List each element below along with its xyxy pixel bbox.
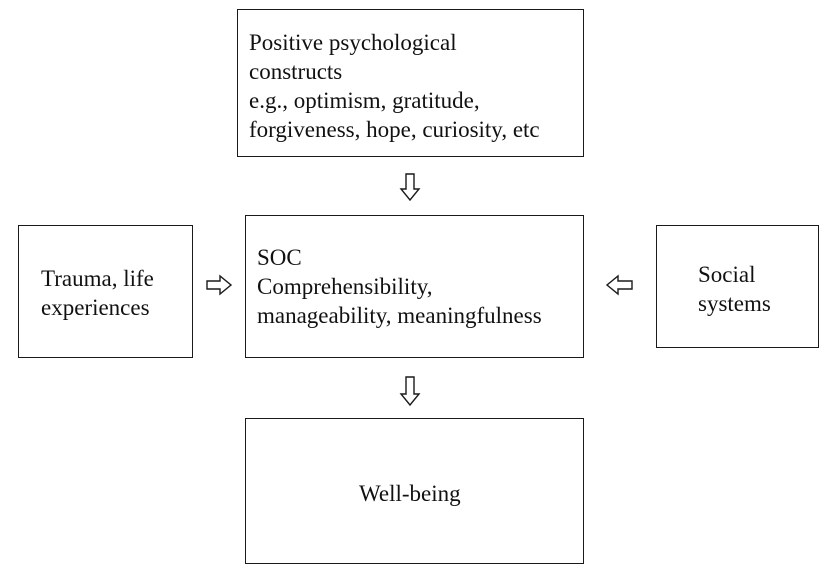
trauma-line-2: experiences — [41, 295, 150, 320]
positive-constructs-line-2: constructs — [249, 59, 343, 84]
arrow-constructs-to-soc — [398, 172, 422, 202]
arrow-social-to-soc — [604, 274, 634, 296]
soc-text: SOC Comprehensibility, manageability, me… — [257, 243, 542, 330]
soc-line-1: SOC — [257, 245, 302, 270]
positive-constructs-box: Positive psychological constructs e.g., … — [237, 9, 584, 157]
trauma-line-1: Trauma, life — [41, 266, 154, 291]
positive-constructs-line-3: e.g., optimism, gratitude, — [249, 88, 480, 113]
social-systems-line-1: Social — [698, 262, 756, 287]
wellbeing-label: Well-being — [359, 481, 461, 506]
social-systems-line-2: systems — [698, 291, 771, 316]
soc-line-2: Comprehensibility, — [257, 274, 433, 299]
wellbeing-box: Well-being — [245, 418, 584, 564]
arrow-soc-to-wellbeing — [398, 375, 422, 407]
social-systems-text: Social systems — [698, 260, 771, 318]
positive-constructs-line-1: Positive psychological — [249, 30, 457, 55]
arrow-trauma-to-soc — [205, 274, 233, 296]
soc-box: SOC Comprehensibility, manageability, me… — [245, 215, 584, 358]
soc-line-3: manageability, meaningfulness — [257, 303, 542, 328]
positive-constructs-text: Positive psychological constructs e.g., … — [249, 28, 540, 144]
trauma-text: Trauma, life experiences — [41, 264, 154, 322]
trauma-box: Trauma, life experiences — [18, 225, 193, 358]
social-systems-box: Social systems — [656, 225, 819, 348]
positive-constructs-line-4: forgiveness, hope, curiosity, etc — [249, 117, 540, 142]
